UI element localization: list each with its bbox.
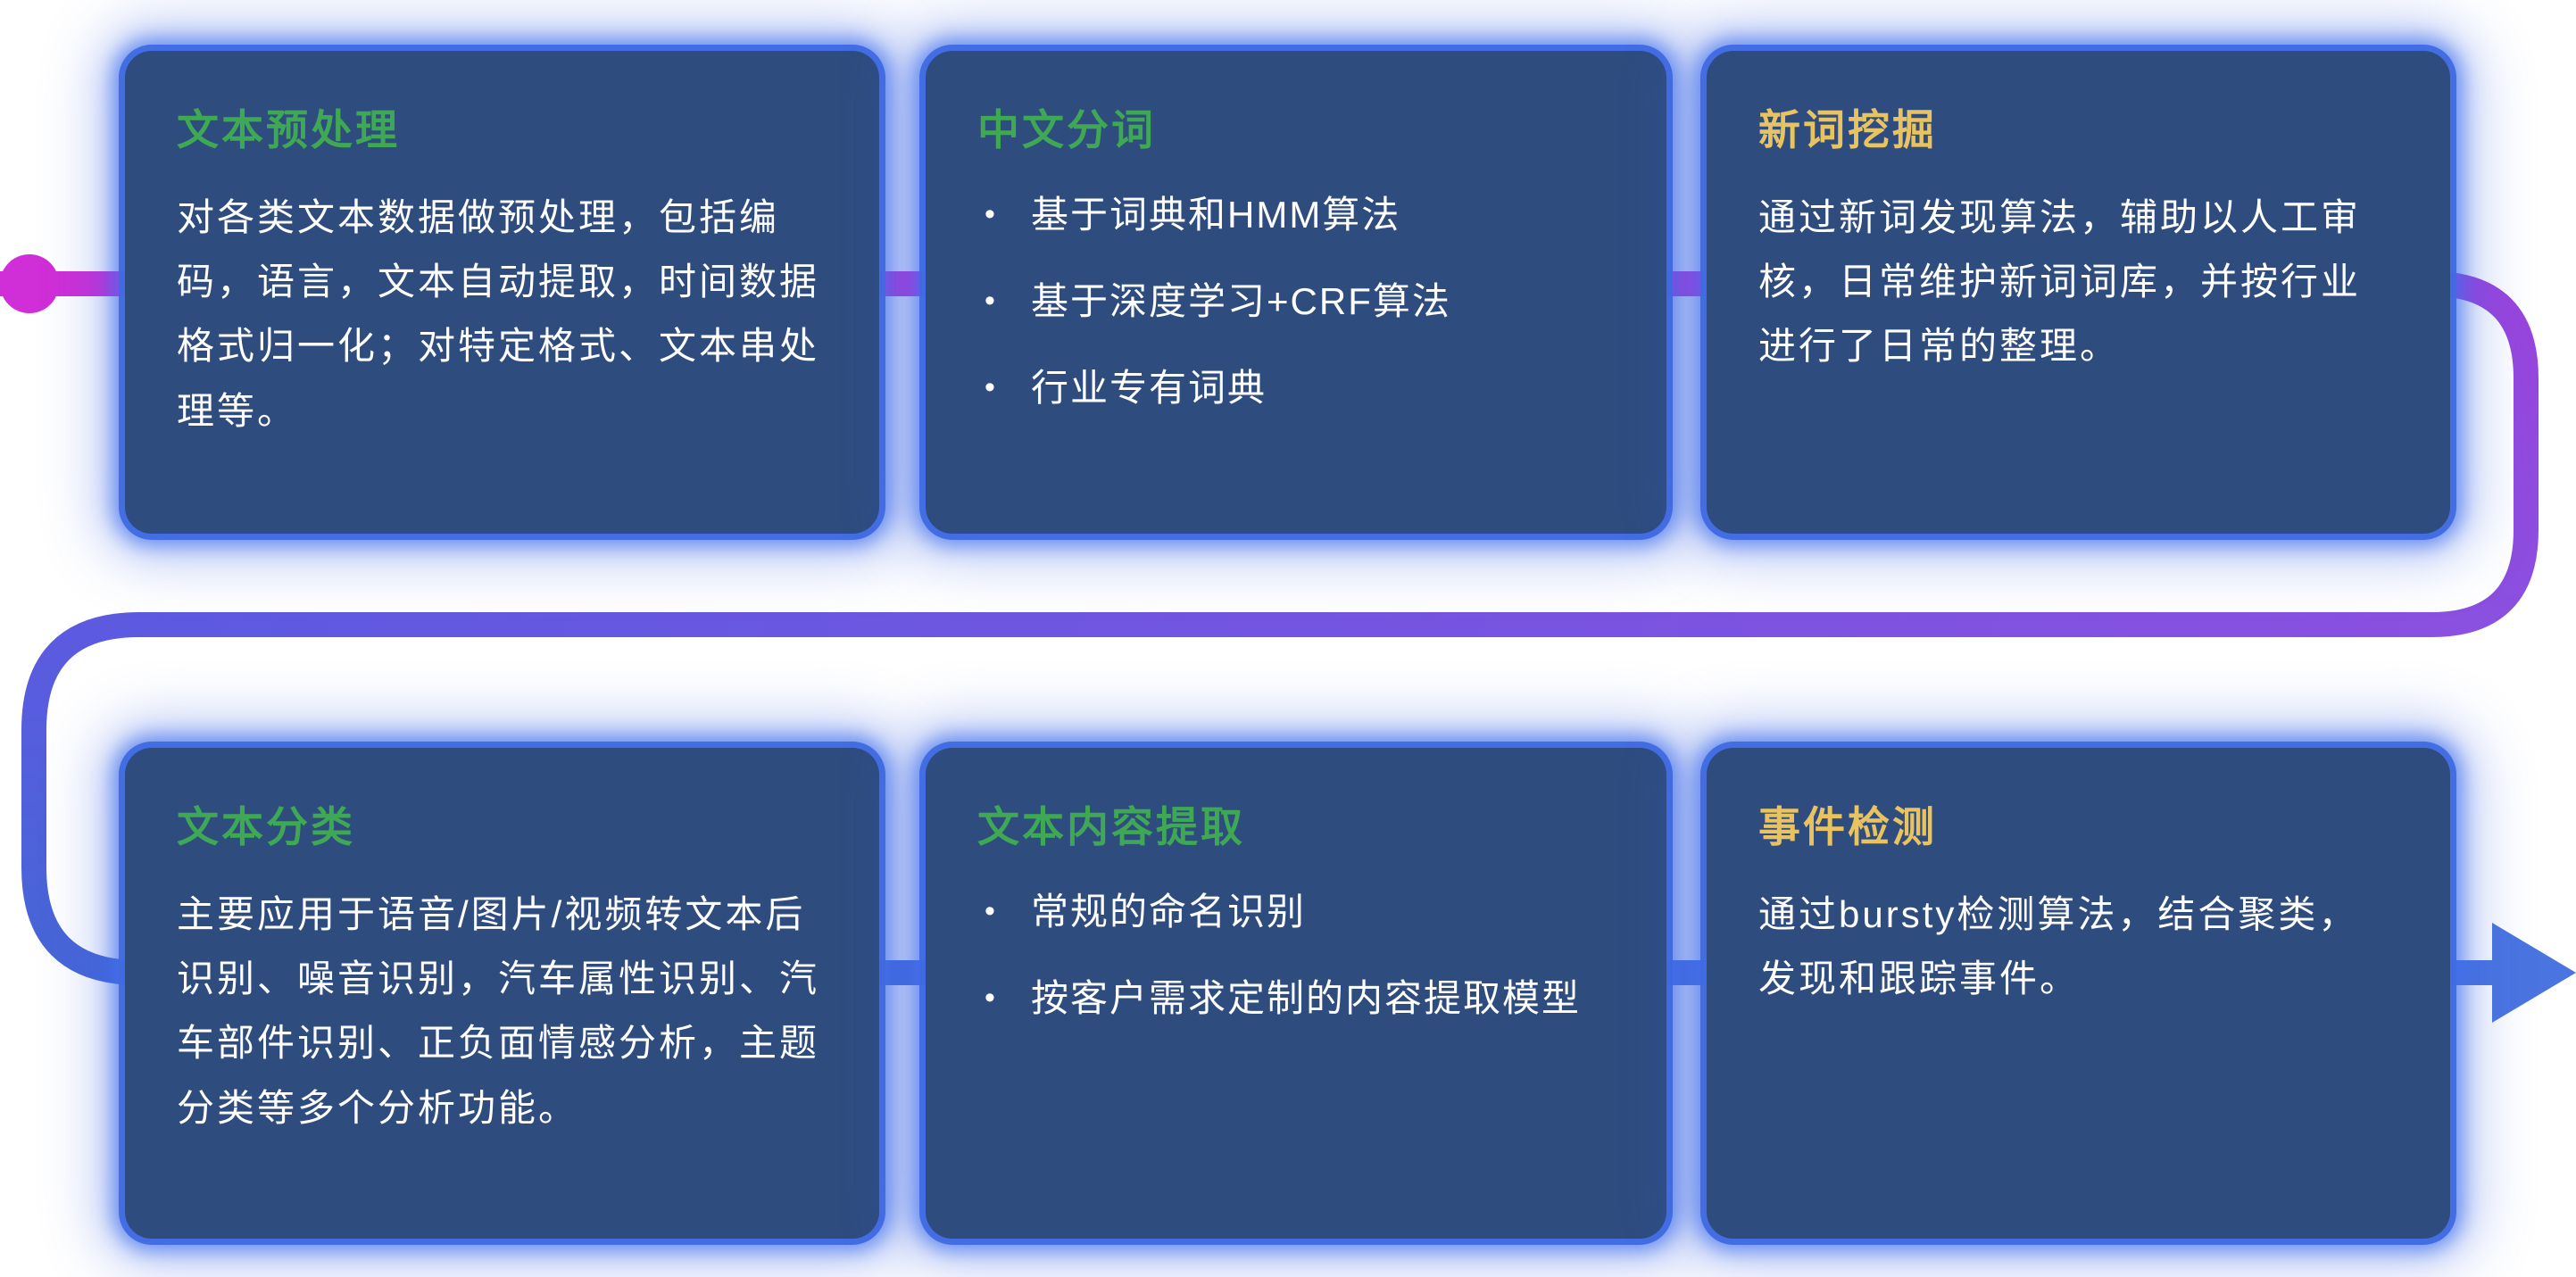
bullet-list: • 基于词典和HMM算法 • 基于深度学习+CRF算法 • 行业专有词典 — [977, 186, 1615, 417]
card-body: 通过bursty检测算法，结合聚类，发现和跟踪事件。 — [1758, 893, 2359, 1000]
card-chinese-word-segmentation: 中文分词 • 基于词典和HMM算法 • 基于深度学习+CRF算法 • 行业专有词… — [926, 51, 1666, 534]
card-body: 通过新词发现算法，辅助以人工审核，日常维护新词词库，并按行业进行了日常的整理。 — [1758, 196, 2362, 368]
card-title: 新词挖掘 — [1758, 106, 1937, 153]
bullet-icon: • — [985, 894, 997, 928]
flow-curve-left — [21, 612, 140, 985]
bullet-text: 基于词典和HMM算法 — [1031, 194, 1401, 236]
bullet-icon: • — [985, 197, 997, 231]
card-body: 对各类文本数据做预处理，包括编码，语言，文本自动提取，时间数据格式归一化；对特定… — [177, 196, 820, 432]
card-new-word-mining: 新词挖掘 通过新词发现算法，辅助以人工审核，日常维护新词词库，并按行业进行了日常… — [1707, 51, 2450, 534]
bullet-item: • 基于深度学习+CRF算法 — [977, 272, 1615, 330]
bullet-icon: • — [985, 981, 997, 1016]
bullet-item: • 基于词典和HMM算法 — [977, 186, 1615, 244]
card-text-content-extraction: 文本内容提取 • 常规的命名识别 • 按客户需求定制的内容提取模型 — [926, 748, 1666, 1239]
bullet-item: • 按客户需求定制的内容提取模型 — [977, 969, 1615, 1027]
bullet-text: 按客户需求定制的内容提取模型 — [1031, 977, 1582, 1020]
bullet-text: 基于深度学习+CRF算法 — [1031, 280, 1451, 323]
flow-end-arrow-icon — [2492, 923, 2576, 1023]
bullet-icon: • — [985, 284, 997, 319]
bullet-list: • 常规的命名识别 • 按客户需求定制的内容提取模型 — [977, 883, 1615, 1027]
card-title: 文本内容提取 — [977, 803, 1245, 850]
bullet-item: • 行业专有词典 — [977, 359, 1615, 417]
card-body: 主要应用于语音/图片/视频转文本后识别、噪音识别，汽车属性识别、汽车部件识别、正… — [177, 893, 820, 1129]
bullet-text: 常规的命名识别 — [1031, 891, 1307, 933]
card-event-detection: 事件检测 通过bursty检测算法，结合聚类，发现和跟踪事件。 — [1707, 748, 2450, 1239]
flow-start-dot-icon — [0, 254, 59, 313]
card-title: 中文分词 — [977, 106, 1156, 153]
flow-curve-right — [2431, 271, 2539, 637]
bullet-item: • 常规的命名识别 — [977, 883, 1615, 941]
card-text-preprocessing: 文本预处理 对各类文本数据做预处理，包括编码，语言，文本自动提取，时间数据格式归… — [125, 51, 879, 534]
card-text-classification: 文本分类 主要应用于语音/图片/视频转文本后识别、噪音识别，汽车属性识别、汽车部… — [125, 748, 879, 1239]
card-title: 文本分类 — [177, 803, 355, 850]
bullet-text: 行业专有词典 — [1031, 367, 1267, 410]
card-title: 事件检测 — [1758, 803, 1937, 850]
bullet-icon: • — [985, 370, 997, 405]
card-title: 文本预处理 — [177, 106, 400, 153]
